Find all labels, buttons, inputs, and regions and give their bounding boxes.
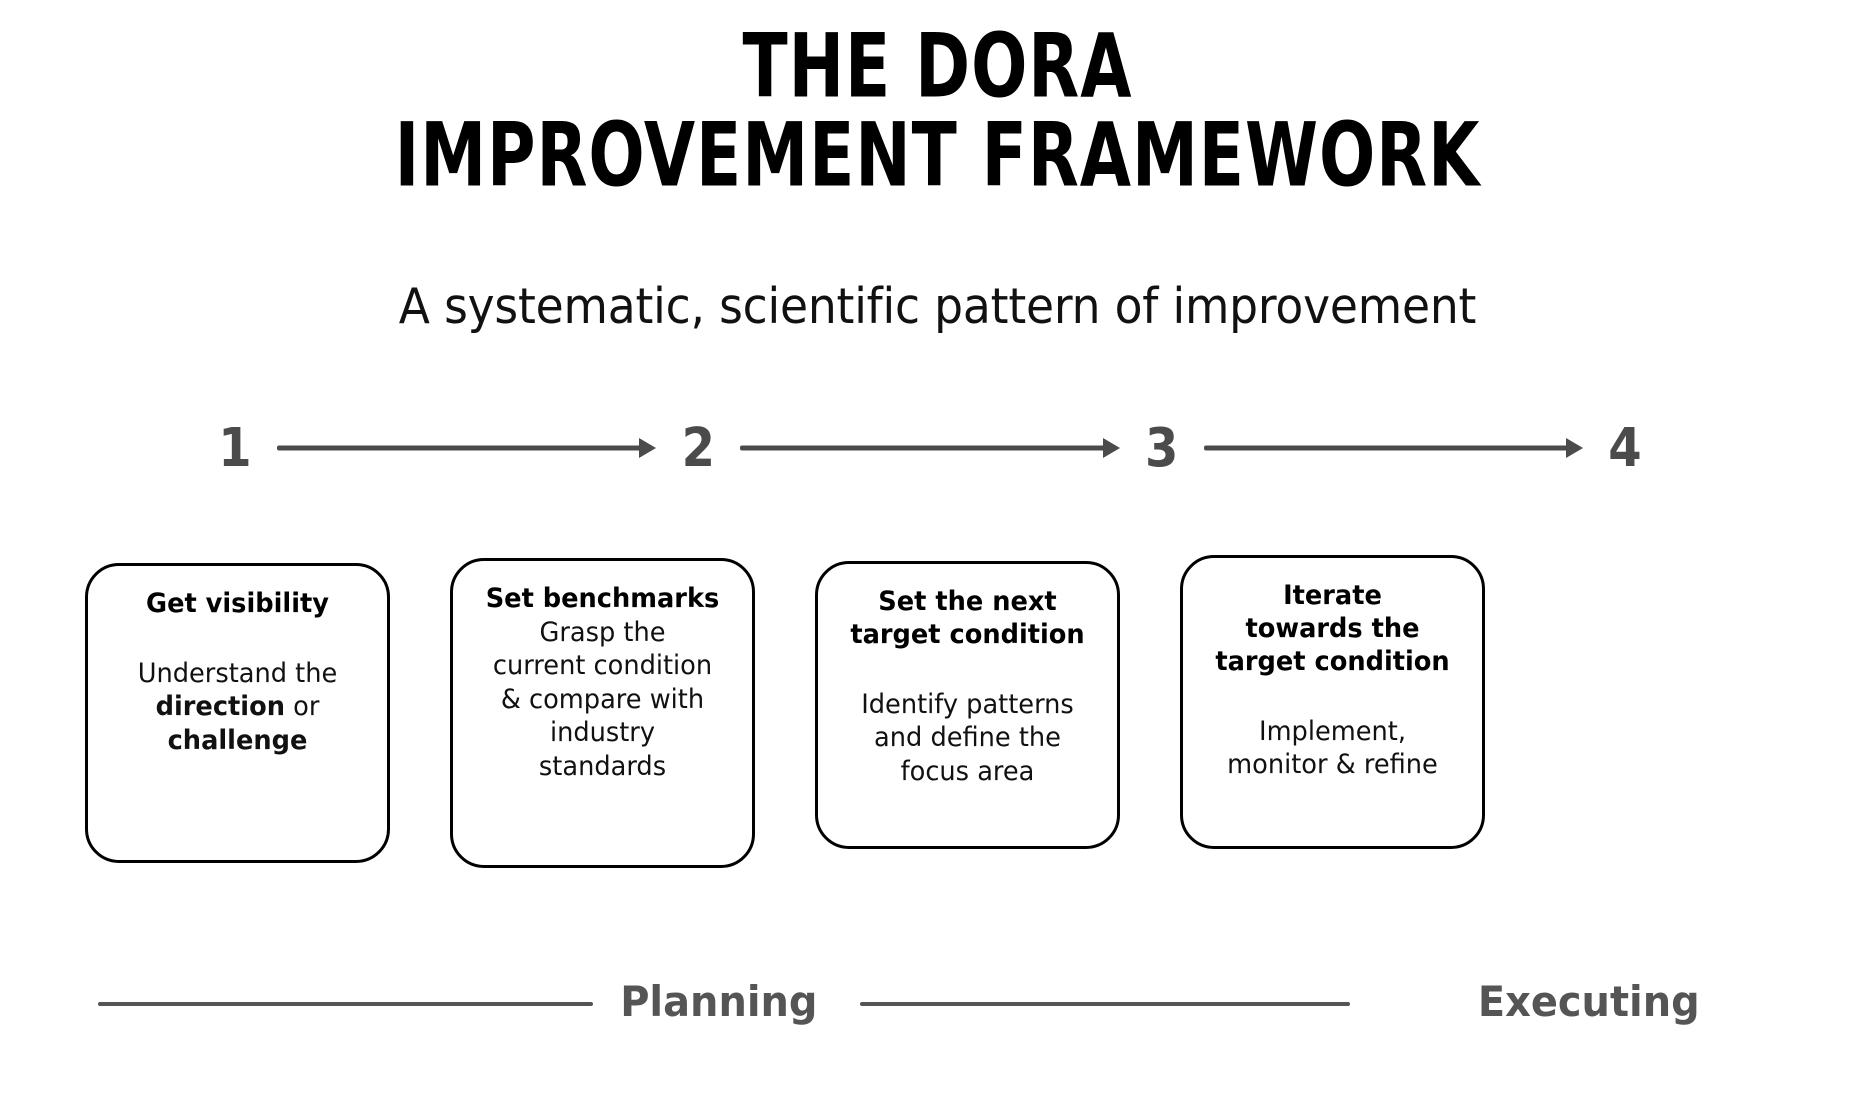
step-card-1-body-bold-2: challenge xyxy=(167,724,308,756)
arrow-icon-2-to-3 xyxy=(740,437,1120,459)
arrow-head xyxy=(1565,438,1583,458)
page-title-line-1: THE DORA xyxy=(742,14,1133,118)
step-card-1-body: Understand the direction or challenge xyxy=(109,657,366,757)
step-card-1-body-line-1: Understand the xyxy=(137,657,338,689)
step-card-3-title-line-2: target condition xyxy=(850,618,1085,650)
step-card-3-body: Identify patterns and define the focus a… xyxy=(839,688,1096,788)
phase-bar: Planning Executing xyxy=(0,968,1875,1038)
step-card-4: Iterate towards the target condition Imp… xyxy=(1180,555,1485,849)
arrow-shaft xyxy=(740,445,1108,451)
arrow-icon-1-to-2 xyxy=(277,437,657,459)
step-number-2: 2 xyxy=(681,416,716,480)
step-card-2-body-line-3: & compare with xyxy=(500,683,705,715)
arrow-head xyxy=(1102,438,1120,458)
phase-divider-right xyxy=(860,1002,1350,1006)
spacer xyxy=(102,621,373,657)
step-card-3-body-line-1: Identify patterns xyxy=(861,688,1074,720)
page-subtitle: A systematic, scientific pattern of impr… xyxy=(398,278,1477,335)
arrow-head xyxy=(639,438,657,458)
step-card-3-title-line-1: Set the next xyxy=(878,586,1057,617)
step-card-4-body-line-2: monitor & refine xyxy=(1227,749,1438,781)
page-title-line-2: IMPROVEMENT FRAMEWORK xyxy=(394,104,1481,207)
step-card-1-body-mid: or xyxy=(284,691,320,723)
spacer xyxy=(832,652,1103,688)
step-card-4-body: Implement, monitor & refine xyxy=(1204,715,1461,782)
step-card-1-title: Get visibility xyxy=(146,588,329,619)
step-card-2-body-line-4: industry xyxy=(549,717,656,749)
step-card-2-title: Set benchmarks xyxy=(485,583,720,614)
phase-label-planning: Planning xyxy=(620,977,818,1026)
header-block: THE DORA IMPROVEMENT FRAMEWORK xyxy=(0,14,1875,201)
step-card-1-body-bold-1: direction xyxy=(155,691,285,723)
step-card-2-body-line-5: standards xyxy=(538,750,667,782)
step-card-2-body-line-1: Grasp the xyxy=(539,616,666,648)
arrow-shaft xyxy=(1203,445,1571,451)
step-card-2: Set benchmarks Grasp the current conditi… xyxy=(450,558,755,868)
phase-label-executing: Executing xyxy=(1477,977,1700,1026)
step-card-4-body-line-1: Implement, xyxy=(1259,715,1406,747)
step-card-3-body-line-2: and define the xyxy=(874,722,1061,754)
step-card-4-title-line-2: towards the xyxy=(1245,612,1420,644)
phase-divider-left xyxy=(98,1002,593,1006)
step-card-3-title: Set the next target condition xyxy=(839,586,1096,652)
step-cards: Get visibility Understand the direction … xyxy=(0,555,1875,905)
step-card-3-body-line-3: focus area xyxy=(900,755,1035,787)
step-number-3: 3 xyxy=(1144,416,1179,480)
step-number-1: 1 xyxy=(218,416,252,480)
step-number-4: 4 xyxy=(1608,416,1642,480)
spacer xyxy=(1197,679,1468,715)
step-card-4-title-line-1: Iterate xyxy=(1283,580,1382,611)
arrow-icon-3-to-4 xyxy=(1203,437,1583,459)
step-card-2-body-line-2: current condition xyxy=(492,650,713,682)
arrow-shaft xyxy=(277,445,645,451)
step-sequence: 1 2 3 4 xyxy=(215,418,1645,478)
step-card-4-title: Iterate towards the target condition xyxy=(1204,580,1461,679)
step-card-2-body: Grasp the current condition & compare wi… xyxy=(474,616,731,783)
step-card-4-title-line-3: target condition xyxy=(1215,645,1450,677)
step-card-3: Set the next target condition Identify p… xyxy=(815,561,1120,849)
step-card-1: Get visibility Understand the direction … xyxy=(85,563,390,863)
